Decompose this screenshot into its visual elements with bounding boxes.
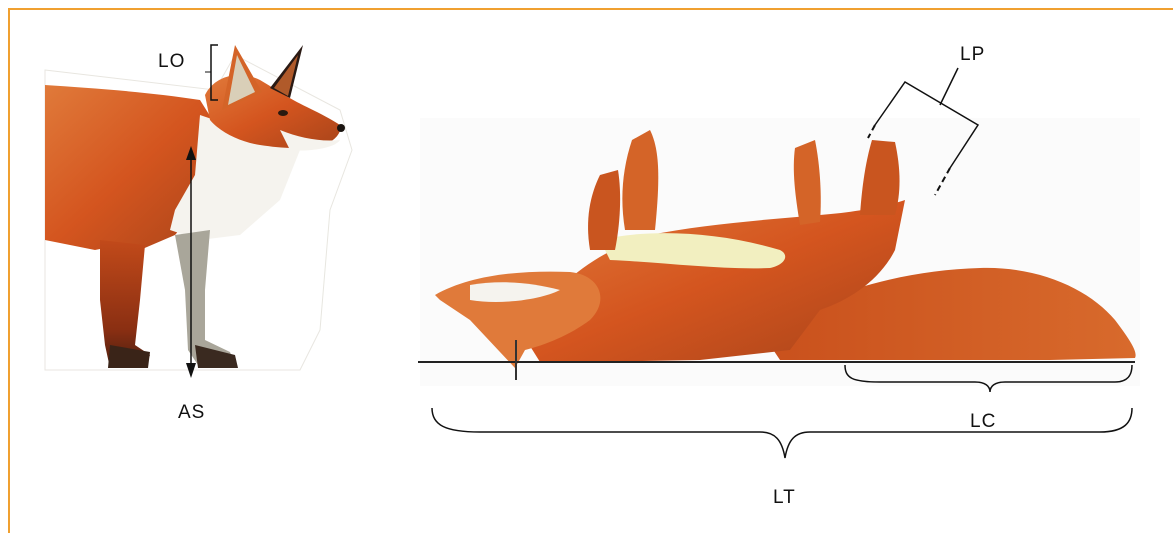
lt-label: LT	[773, 488, 796, 507]
fox-eye	[278, 110, 288, 116]
lp-label: LP	[960, 45, 985, 64]
fox-nose	[337, 124, 345, 132]
lt-brace	[432, 408, 1132, 458]
as-label: AS	[178, 403, 205, 422]
lying-fox-illustration	[420, 118, 1140, 386]
lc-label: LC	[970, 412, 996, 431]
standing-fox-illustration	[45, 45, 352, 370]
lo-label: LO	[158, 52, 185, 71]
